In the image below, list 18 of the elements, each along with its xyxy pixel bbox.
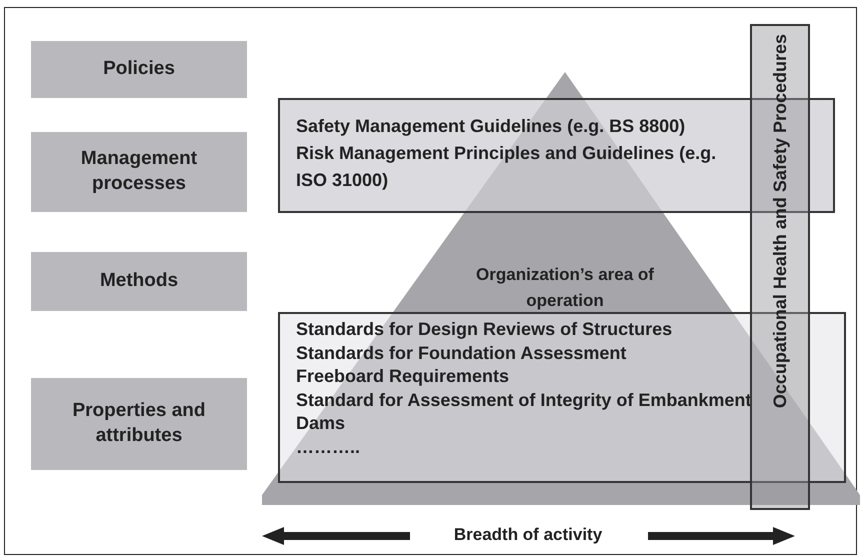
guideline-text: ………..: [296, 436, 360, 458]
procedures-column: [750, 24, 810, 510]
level-label: Policies: [103, 57, 175, 82]
guideline-text: Risk Management Principles and Guidelines (e.g. ISO 31000): [296, 142, 718, 192]
level-label: Methods: [100, 269, 178, 294]
guideline-text: Freeboard Requirements: [296, 365, 510, 388]
level-box: [31, 41, 247, 98]
pyramid-label: Organization’s area of operation: [475, 264, 655, 312]
guideline-text: Standards for Foundation Assessment: [296, 342, 626, 364]
level-box: [31, 132, 247, 212]
axis-label: Breadth of activity: [452, 525, 604, 545]
guideline-text: Standards for Design Reviews of Structures: [296, 318, 672, 341]
guideline-text: Safety Management Guidelines (e.g. BS 8800): [296, 115, 686, 138]
level-box: [31, 252, 247, 311]
level-box: [31, 378, 247, 470]
level-label: Properties and attributes: [71, 399, 207, 448]
level-label: Management processes: [80, 147, 198, 196]
procedures-label: Occupational Health and Safety Procedures: [770, 34, 790, 408]
